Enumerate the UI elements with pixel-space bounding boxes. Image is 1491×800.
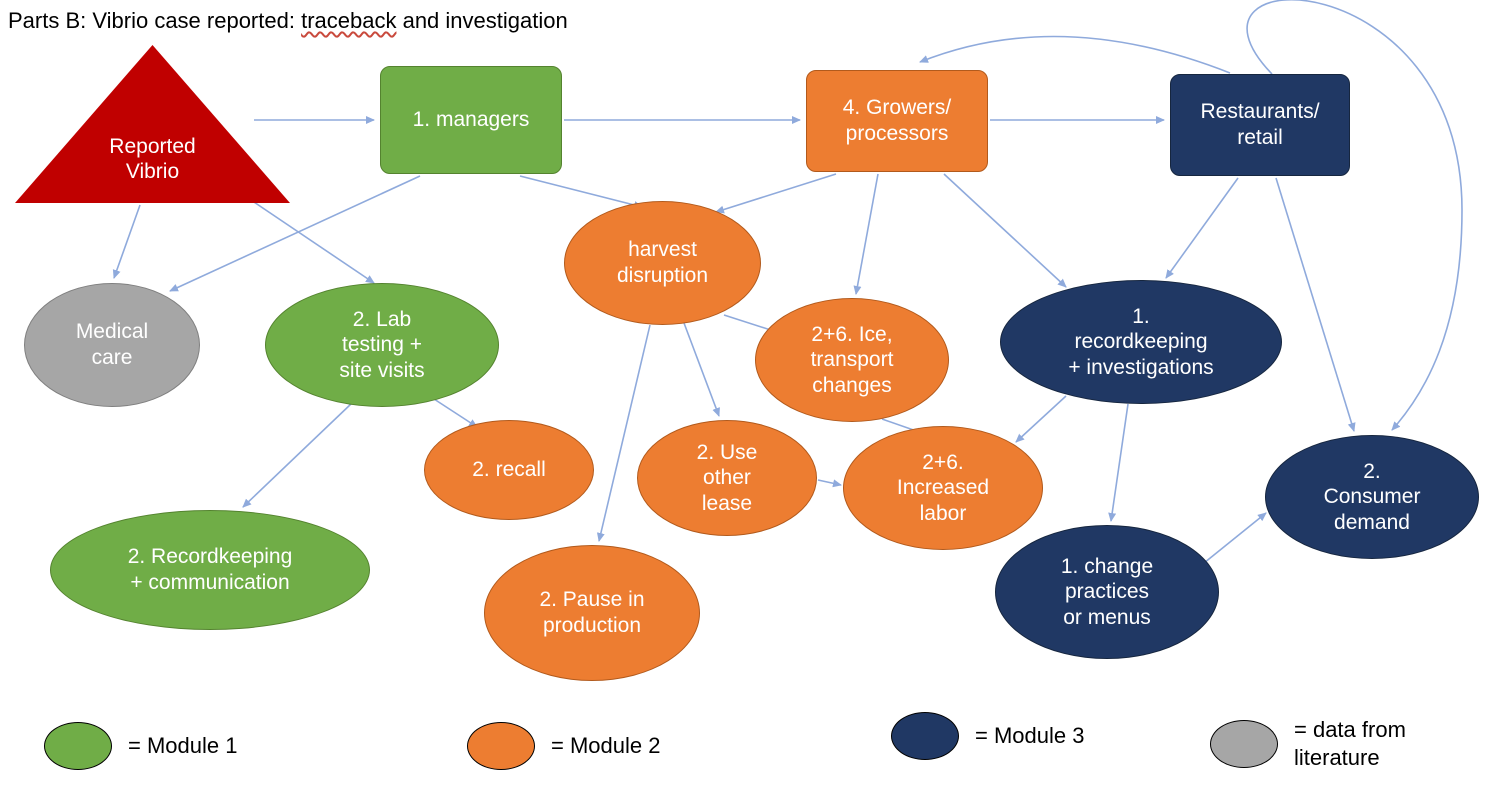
title-prefix: Parts B: Vibrio case reported: — [8, 8, 302, 33]
node-change-practices-label: 1. change practices or menus — [1060, 554, 1154, 629]
node-recordkeeping-communication-label: 2. Recordkeeping + communication — [127, 545, 293, 594]
edge-growers-to-harvest-disruption — [715, 173, 837, 214]
node-reported-vibrio-label: Reported Vibrio — [109, 134, 196, 184]
legend-item-literature: = data from literature — [1210, 716, 1406, 771]
edge-recordkeeping-investigations-to-increased-labor — [1015, 395, 1067, 443]
legend-label-module2: = Module 2 — [551, 733, 661, 759]
node-consumer-demand: 2. Consumer demand — [1265, 435, 1479, 559]
legend-label-module3: = Module 3 — [975, 723, 1085, 749]
node-medical-care-label: Medical care — [75, 320, 149, 369]
edge-recordkeeping-investigations-to-change-practices — [1108, 403, 1129, 522]
edge-harvest-to-use-other-lease — [683, 322, 720, 417]
legend-item-module1: = Module 1 — [44, 722, 237, 770]
edge-restaurants-to-consumer-demand-outer — [1246, 0, 1463, 431]
node-recordkeeping-investigations-label: 1. recordkeeping + investigations — [1068, 304, 1214, 379]
legend-swatch-module1 — [44, 722, 112, 770]
legend-swatch-module2 — [467, 722, 535, 770]
node-increased-labor-label: 2+6. Increased labor — [896, 450, 990, 525]
node-harvest-disruption: harvest disruption — [564, 201, 761, 325]
legend-item-module2: = Module 2 — [467, 722, 660, 770]
edge-restaurants-to-recordkeeping-investigations — [1165, 177, 1239, 279]
node-consumer-demand-label: 2. Consumer demand — [1323, 459, 1421, 534]
node-recordkeeping-investigations: 1. recordkeeping + investigations — [1000, 280, 1282, 404]
edge-growers-to-ice-transport — [853, 173, 879, 295]
node-pause-production: 2. Pause in production — [484, 545, 700, 681]
node-lab-testing: 2. Lab testing + site visits — [265, 283, 499, 407]
legend-label-module1: = Module 1 — [128, 733, 238, 759]
node-medical-care: Medical care — [24, 283, 200, 407]
node-lab-testing-label: 2. Lab testing + site visits — [339, 307, 425, 382]
legend-label-literature: = data from literature — [1294, 717, 1406, 770]
legend-swatch-module3 — [891, 712, 959, 760]
edge-growers-to-recordkeeping-investigations — [943, 173, 1067, 288]
edge-reported-vibrio-to-medical-care — [112, 204, 141, 279]
edge-harvest-to-pause-production — [596, 324, 651, 542]
node-growers-processors: 4. Growers/ processors — [806, 70, 988, 172]
node-recall-label: 2. recall — [472, 458, 546, 482]
node-ice-transport-label: 2+6. Ice, transport changes — [810, 322, 894, 397]
edge-restaurants-to-growers-feedback — [919, 35, 1231, 74]
node-growers-processors-label: 4. Growers/ processors — [842, 96, 952, 145]
edge-restaurants-to-consumer-demand — [1275, 177, 1356, 432]
node-use-other-lease-label: 2. Use other lease — [696, 440, 758, 515]
legend-swatch-literature — [1210, 719, 1278, 768]
node-managers: 1. managers — [380, 66, 562, 174]
title-flagged-word: traceback — [301, 8, 397, 33]
node-use-other-lease: 2. Use other lease — [637, 420, 817, 536]
node-change-practices: 1. change practices or menus — [995, 525, 1219, 659]
node-managers-label: 1. managers — [412, 108, 530, 132]
edge-managers-to-medical-care — [169, 175, 421, 292]
node-restaurants-retail: Restaurants/ retail — [1170, 74, 1350, 176]
node-ice-transport: 2+6. Ice, transport changes — [755, 298, 949, 422]
node-pause-production-label: 2. Pause in production — [539, 588, 645, 637]
edge-change-practices-to-consumer-demand — [1203, 512, 1267, 564]
legend-item-module3: = Module 3 — [891, 712, 1084, 760]
edge-managers-to-harvest-disruption — [519, 175, 643, 209]
edge-use-other-lease-to-increased-labor — [817, 479, 842, 488]
node-harvest-disruption-label: harvest disruption — [616, 238, 709, 287]
edge-reported-vibrio-to-lab-testing — [244, 195, 375, 284]
node-restaurants-retail-label: Restaurants/ retail — [1200, 100, 1320, 149]
node-recordkeeping-communication: 2. Recordkeeping + communication — [50, 510, 370, 630]
node-recall: 2. recall — [424, 420, 594, 520]
edge-lab-testing-to-recall — [433, 398, 478, 428]
edge-lab-testing-to-recordkeeping-communication — [242, 402, 353, 508]
node-increased-labor: 2+6. Increased labor — [843, 426, 1043, 550]
diagram-title: Parts B: Vibrio case reported: traceback… — [8, 8, 568, 34]
title-suffix: and investigation — [396, 8, 568, 33]
